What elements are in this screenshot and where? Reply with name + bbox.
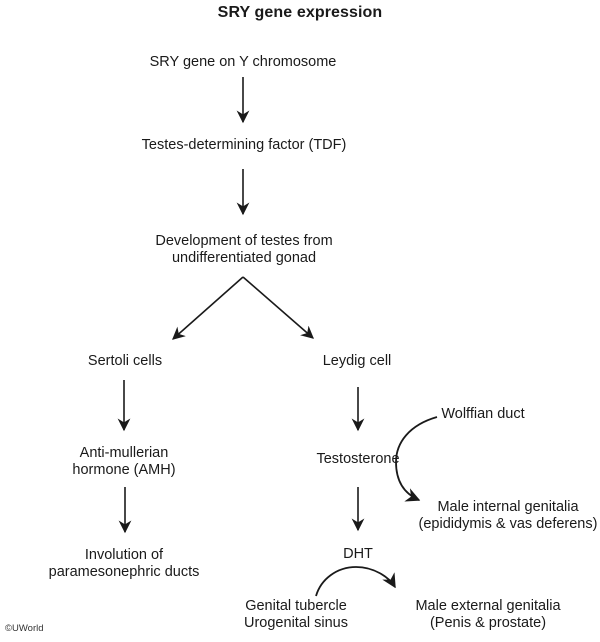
arrow-testes-to-leydig xyxy=(242,276,314,339)
node-sry-gene: SRY gene on Y chromosome xyxy=(149,54,337,70)
arrow-genital-tubercle-to-male-external xyxy=(315,566,396,597)
node-leydig-cell: Leydig cell xyxy=(322,353,392,369)
node-involution: Involution of paramesonephric ducts xyxy=(48,547,200,580)
node-male-external-genitalia: Male external genitalia (Penis & prostat… xyxy=(415,598,561,631)
node-genital-tubercle: Genital tubercle Urogenital sinus xyxy=(244,598,348,631)
node-amh: Anti-mullerian hormone (AMH) xyxy=(72,445,176,478)
uworld-watermark: ©UWorld xyxy=(5,623,44,634)
arrow-wolffian-to-male-internal xyxy=(395,416,438,502)
node-wolffian-duct: Wolffian duct xyxy=(441,406,525,422)
arrow-testes-to-sertoli xyxy=(172,276,244,340)
node-testes-development: Development of testes from undifferentia… xyxy=(155,233,333,266)
node-sertoli-cells: Sertoli cells xyxy=(87,353,163,369)
node-tdf: Testes-determining factor (TDF) xyxy=(141,137,347,153)
node-testosterone: Testosterone xyxy=(316,451,400,467)
page-title: SRY gene expression xyxy=(217,4,383,21)
node-dht: DHT xyxy=(343,546,373,562)
node-male-internal-genitalia: Male internal genitalia (epididymis & va… xyxy=(418,499,598,532)
